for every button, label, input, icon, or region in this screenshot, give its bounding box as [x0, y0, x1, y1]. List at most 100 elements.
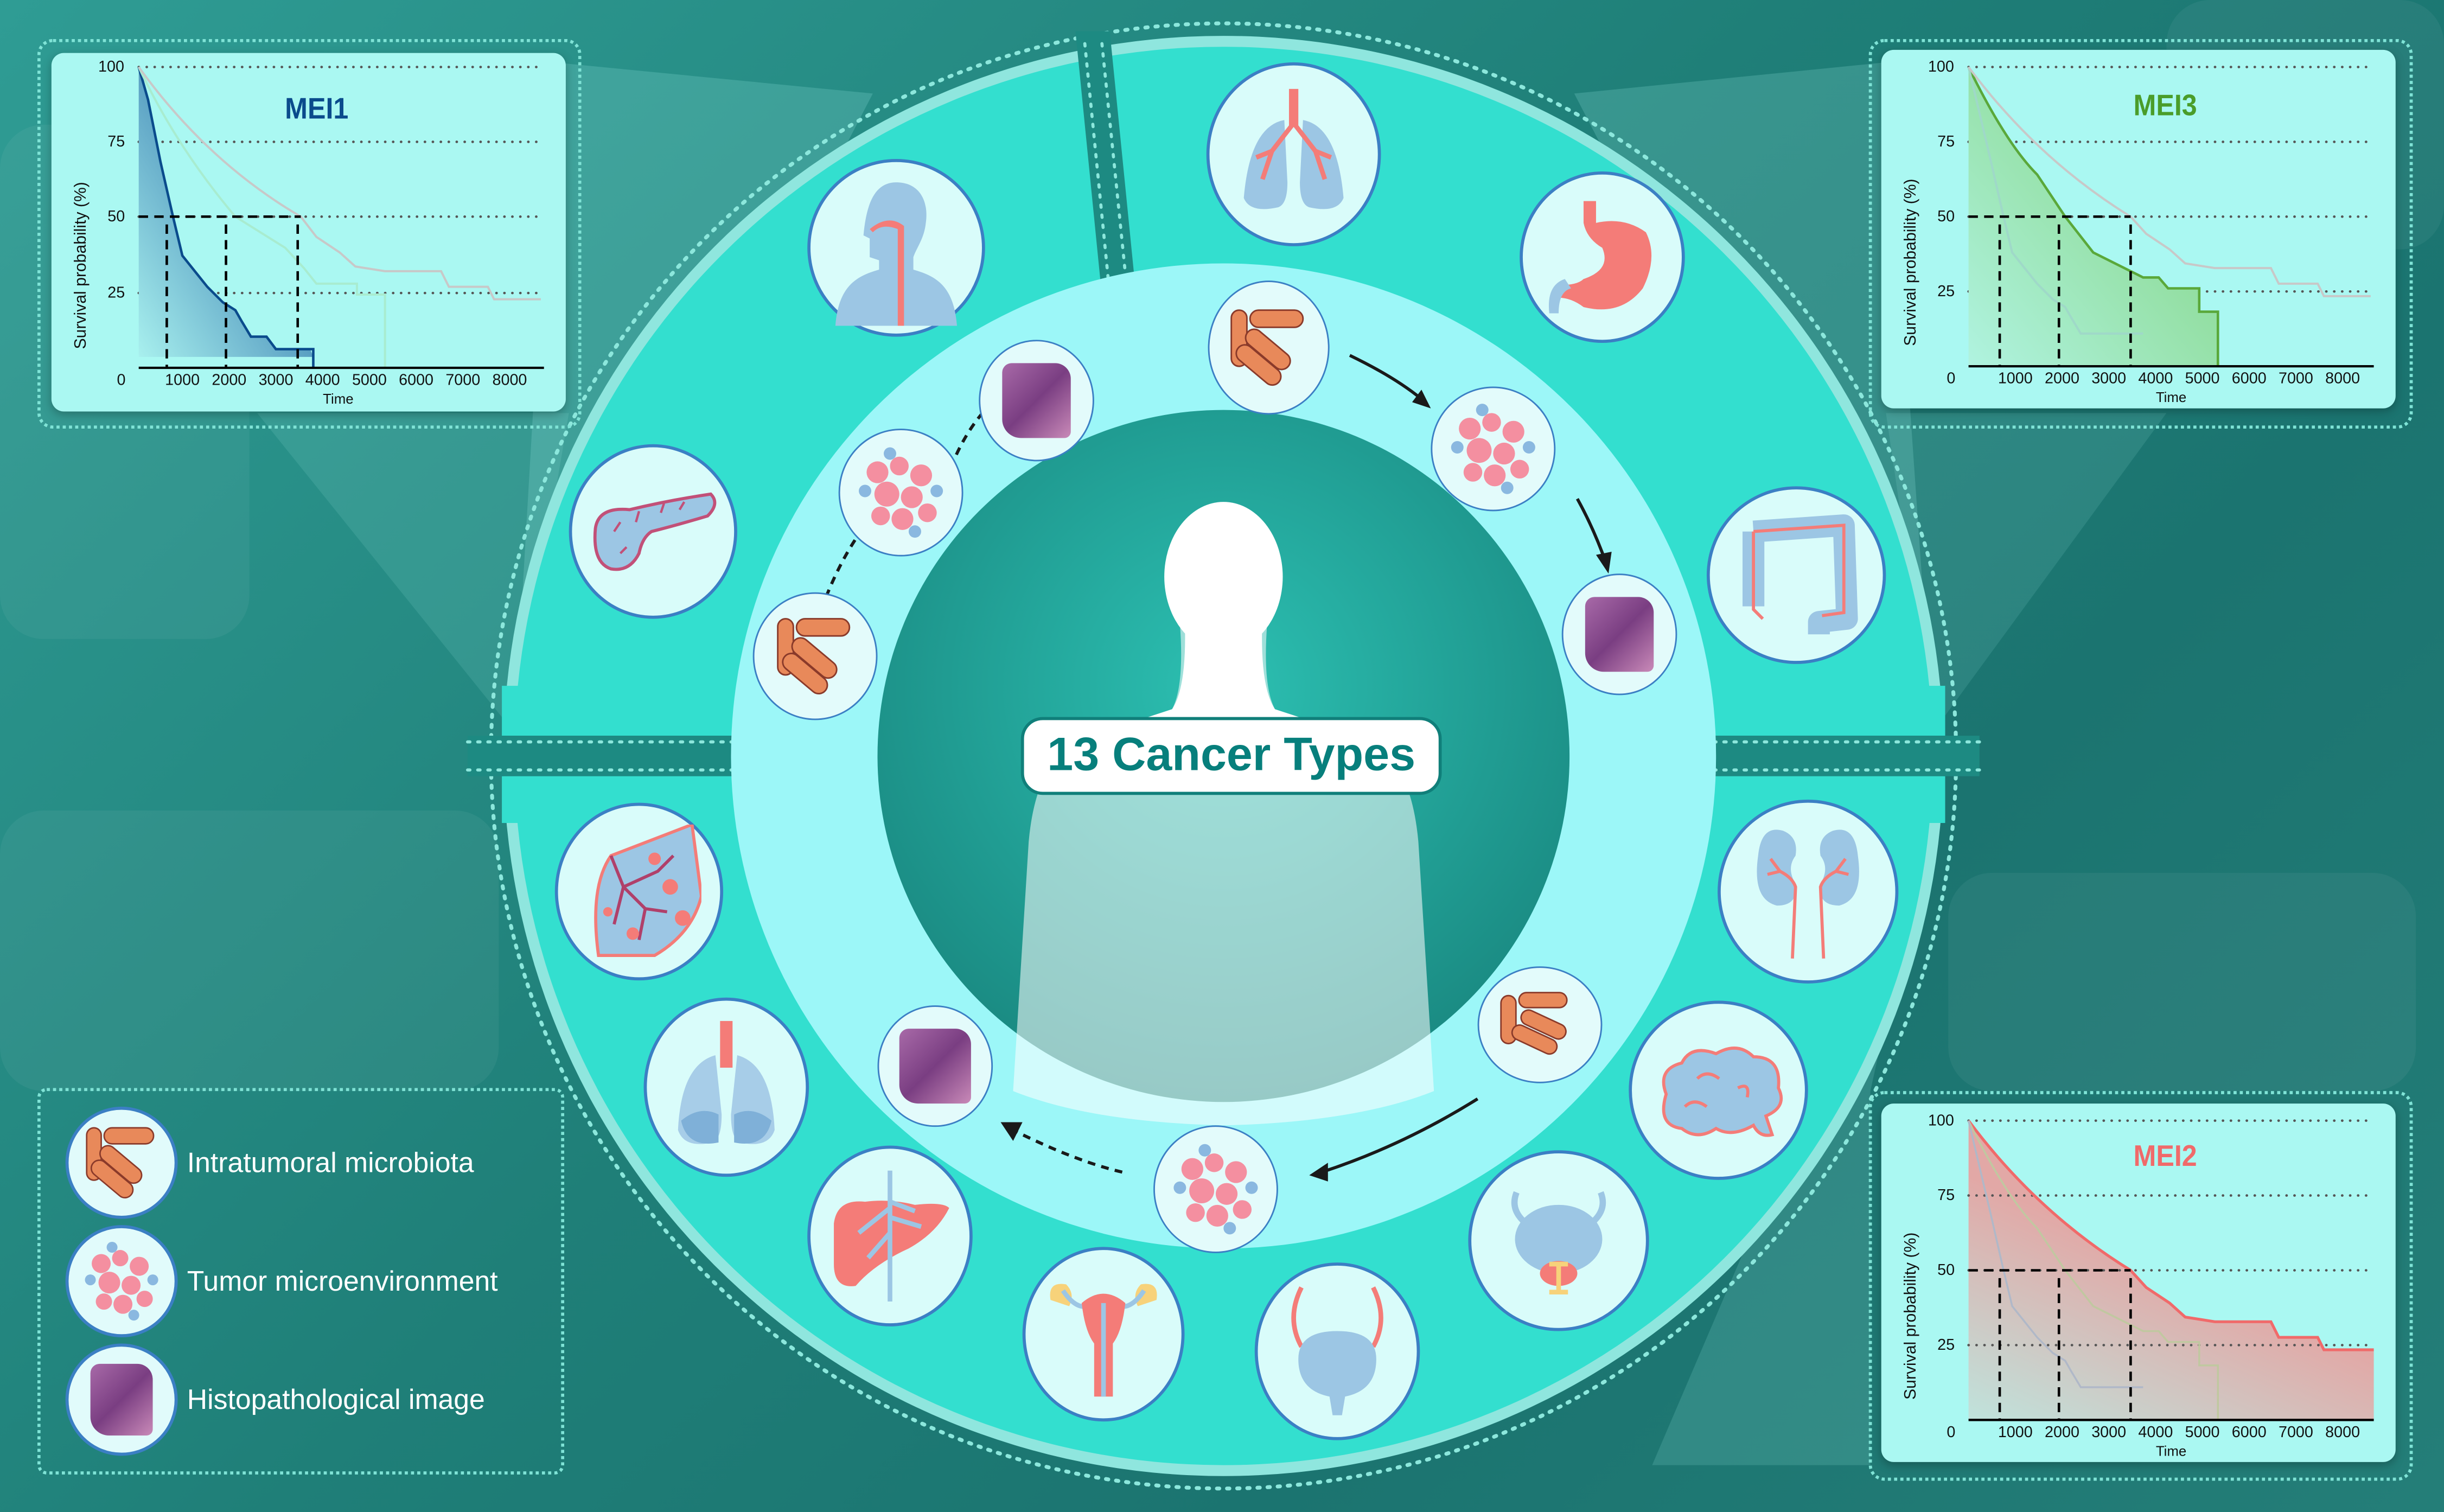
histology-slide-icon: [1585, 597, 1654, 672]
organ-colon[interactable]: [1706, 486, 1886, 664]
svg-text:3000: 3000: [2091, 370, 2126, 387]
organ-lung-top[interactable]: [1206, 62, 1381, 246]
lung-icon: [1243, 88, 1344, 209]
organ-prostate[interactable]: [1468, 1150, 1649, 1331]
breast-icon: [594, 824, 701, 958]
histology-slide-icon: [65, 1343, 178, 1456]
svg-text:Time: Time: [323, 392, 353, 407]
svg-text:8000: 8000: [493, 372, 527, 389]
svg-text:6000: 6000: [399, 372, 433, 389]
legend-label: Histopathological image: [187, 1383, 485, 1415]
svg-text:2000: 2000: [2045, 1424, 2079, 1441]
mei1-title: MEI1: [285, 93, 349, 126]
svg-text:100: 100: [1928, 1112, 1954, 1129]
prostate-icon: [1511, 1191, 1606, 1295]
svg-text:0: 0: [117, 372, 125, 389]
svg-text:8000: 8000: [2325, 1424, 2360, 1441]
inner-histology-right: [1561, 573, 1677, 696]
svg-text:25: 25: [107, 284, 125, 302]
inner-bacteria-top: [1208, 280, 1330, 415]
svg-text:3000: 3000: [2091, 1424, 2126, 1441]
inner-tumor-cells-left: [838, 429, 963, 557]
svg-text:5000: 5000: [2185, 1424, 2220, 1441]
svg-text:4000: 4000: [2138, 370, 2173, 387]
organ-stomach[interactable]: [1520, 171, 1685, 343]
bacteria-icon: [1230, 309, 1304, 386]
svg-text:6000: 6000: [2232, 1424, 2267, 1441]
inner-bacteria-right: [1477, 966, 1603, 1083]
background-shape: [0, 810, 499, 1092]
inner-histology-top-left: [979, 340, 1094, 462]
svg-text:0: 0: [1947, 1424, 1955, 1441]
legend-label: Tumor microenvironment: [187, 1265, 498, 1296]
legend-item-tme: Tumor microenvironment: [65, 1225, 498, 1338]
svg-text:5000: 5000: [352, 372, 387, 389]
background-shape: [1948, 872, 2416, 1092]
mei1-panel-frame: [37, 39, 582, 429]
center-title: 13 Cancer Types: [1020, 717, 1442, 795]
tumor-cells-icon: [1173, 1144, 1258, 1235]
inner-tumor-cells-bottom: [1153, 1125, 1278, 1253]
mei2-panel-frame: [1868, 1091, 2413, 1481]
svg-text:2000: 2000: [2045, 370, 2079, 387]
legend-item-histology: Histopathological image: [65, 1343, 485, 1456]
organ-uterus[interactable]: [1022, 1247, 1185, 1422]
svg-text:75: 75: [1937, 1186, 1955, 1204]
svg-text:4000: 4000: [2138, 1424, 2173, 1441]
inner-histology-bottom-left: [877, 1005, 993, 1127]
legend: Intratumoral microbiota Tumor microenvir…: [37, 1088, 565, 1475]
stomach-icon: [1548, 201, 1652, 314]
legend-item-microbiota: Intratumoral microbiota: [65, 1106, 474, 1219]
svg-text:Survival probability (%): Survival probability (%): [1901, 178, 1919, 346]
inner-bacteria-left: [752, 592, 878, 720]
organ-lung-lower[interactable]: [643, 997, 809, 1177]
svg-text:3000: 3000: [259, 372, 293, 389]
organ-liver[interactable]: [807, 1145, 973, 1326]
kidney-icon: [1757, 830, 1859, 959]
svg-text:2000: 2000: [212, 372, 246, 389]
organ-brain[interactable]: [1629, 1000, 1808, 1180]
histology-slide-icon: [899, 1029, 971, 1104]
svg-text:50: 50: [107, 208, 125, 225]
bacteria-icon: [777, 618, 851, 695]
uterus-icon: [1050, 1284, 1157, 1397]
svg-text:Survival probability (%): Survival probability (%): [72, 182, 90, 349]
svg-text:75: 75: [107, 133, 125, 150]
organ-kidney[interactable]: [1718, 799, 1899, 984]
svg-text:1000: 1000: [1998, 370, 2033, 387]
inner-tumor-cells-top-right: [1431, 386, 1556, 512]
histology-slide-icon: [1002, 363, 1071, 438]
svg-text:100: 100: [98, 58, 124, 75]
svg-text:25: 25: [1937, 1336, 1955, 1354]
svg-text:50: 50: [1937, 208, 1955, 225]
organ-bladder[interactable]: [1254, 1262, 1420, 1440]
mei3-panel-frame: [1868, 39, 2413, 429]
legend-label: Intratumoral microbiota: [187, 1146, 474, 1178]
head-neck-icon: [835, 182, 958, 326]
svg-text:Time: Time: [2156, 1444, 2186, 1459]
svg-text:1000: 1000: [1998, 1424, 2033, 1441]
svg-text:100: 100: [1928, 58, 1954, 75]
liver-icon: [834, 1170, 949, 1302]
svg-text:4000: 4000: [305, 372, 340, 389]
svg-text:75: 75: [1937, 133, 1955, 150]
svg-text:0: 0: [1947, 370, 1955, 387]
organ-head-neck[interactable]: [807, 159, 985, 337]
colon-icon: [1741, 514, 1858, 635]
svg-text:7000: 7000: [2279, 370, 2313, 387]
pancreas-icon: [593, 492, 717, 571]
svg-text:7000: 7000: [2279, 1424, 2313, 1441]
svg-text:25: 25: [1937, 283, 1955, 300]
lung-icon: [678, 1020, 775, 1144]
mei3-title: MEI3: [2133, 90, 2197, 123]
mei2-title: MEI2: [2133, 1141, 2197, 1174]
organ-pancreas[interactable]: [569, 444, 737, 619]
organ-breast[interactable]: [554, 802, 724, 981]
